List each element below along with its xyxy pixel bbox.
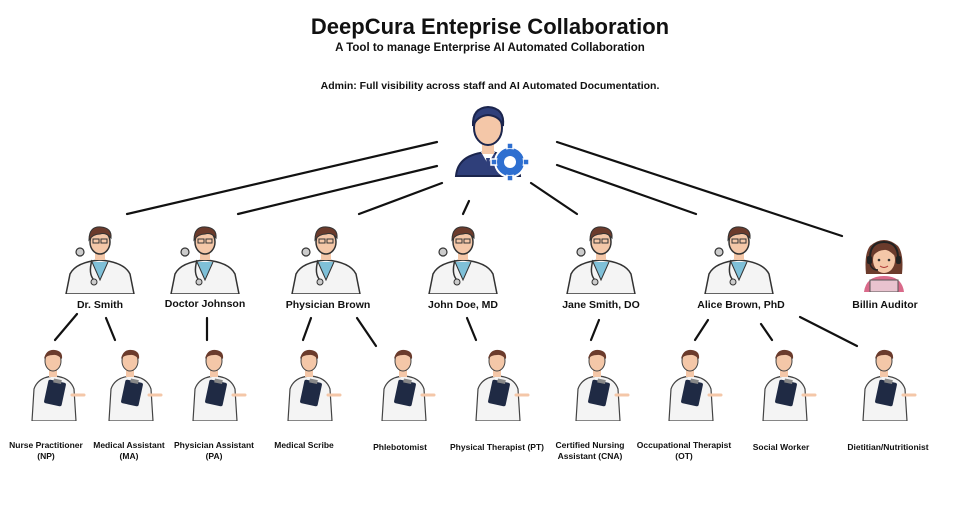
staff-label: Phlebotomist — [373, 442, 427, 452]
connector-admin-doctor-johnson — [236, 164, 439, 216]
clipboard-staff-icon — [108, 349, 163, 422]
auditor-label: Billin Auditor — [852, 299, 918, 311]
doctor-icon — [566, 226, 636, 295]
staff-label: Physical Therapist (PT) — [450, 442, 544, 452]
doctor-node-alice-brown — [701, 222, 777, 295]
doctor-node-john-doe — [425, 222, 501, 295]
clipboard-staff-icon — [192, 349, 247, 422]
staff-node-ma — [101, 347, 163, 422]
doctor-icon — [170, 226, 240, 295]
clipboard-staff-icon — [381, 349, 436, 422]
connector-doe-pt — [465, 316, 478, 342]
doctor-icon — [428, 226, 498, 295]
clipboard-staff-icon — [862, 349, 917, 422]
staff-label: Occupational Therapist (OT) — [636, 440, 732, 461]
staff-node-pt — [468, 347, 530, 422]
staff-node-dietitian — [855, 347, 917, 422]
diagram-subtitle: A Tool to manage Enterprise AI Automated… — [335, 42, 645, 54]
doctor-label: Alice Brown, PhD — [697, 299, 785, 311]
clipboard-staff-icon — [31, 349, 86, 422]
clipboard-staff-icon — [287, 349, 342, 422]
doctor-label: Physician Brown — [285, 299, 371, 311]
connector-admin-alice-brown — [555, 163, 698, 216]
connector-jane-cna — [589, 318, 601, 342]
connector-dr-smith-ma — [104, 316, 117, 342]
staff-label: Certified Nursing Assistant (CNA) — [555, 440, 625, 461]
doctor-icon — [65, 226, 135, 295]
clipboard-staff-icon — [668, 349, 723, 422]
connector-admin-dr-smith — [125, 140, 439, 216]
connector-alice-dietitian — [798, 315, 859, 348]
staff-node-pa — [185, 347, 247, 422]
doctor-node-jane-smith — [563, 222, 639, 295]
doctor-label: John Doe, MD — [428, 299, 498, 311]
connector-admin-john-doe — [461, 199, 471, 216]
admin-description: Admin: Full visibility across staff and … — [320, 80, 660, 92]
admin-node — [450, 98, 534, 188]
doctor-icon — [704, 226, 774, 295]
staff-label: Dietitian/Nutritionist — [847, 442, 929, 452]
staff-node-np — [24, 347, 86, 422]
connector-admin-jane-smith — [529, 181, 579, 216]
admin-gear-icon — [454, 105, 530, 182]
clipboard-staff-icon — [762, 349, 817, 422]
staff-label: Nurse Practitioner (NP) — [9, 440, 83, 461]
diagram-title: DeepCura Enteprise Collaboration — [310, 14, 670, 39]
headset-agent-icon — [864, 240, 904, 293]
connector-alice-ot — [693, 318, 710, 342]
staff-node-social-worker — [755, 347, 817, 422]
doctor-label: Dr. Smith — [76, 299, 124, 311]
auditor-node — [858, 234, 910, 293]
staff-node-cna — [568, 347, 630, 422]
connector-admin-physician-brown — [357, 181, 444, 216]
doctor-icon — [291, 226, 361, 295]
staff-label: Social Worker — [752, 442, 810, 452]
clipboard-staff-icon — [575, 349, 630, 422]
connector-brown-scribe — [301, 316, 313, 342]
staff-node-scribe — [280, 347, 342, 422]
clipboard-staff-icon — [475, 349, 530, 422]
doctor-label: Jane Smith, DO — [562, 299, 640, 311]
connector-admin-auditor — [555, 140, 844, 238]
connector-alice-social — [759, 322, 774, 342]
doctor-node-doctor-johnson — [167, 222, 243, 295]
staff-node-phlebotomist — [374, 347, 436, 422]
staff-label: Medical Assistant (MA) — [93, 440, 165, 461]
connector-brown-phlebotomist — [355, 316, 378, 348]
doctor-node-dr-smith — [62, 222, 138, 295]
connector-dr-smith-np — [53, 312, 79, 342]
doctor-label: Doctor Johnson — [164, 298, 246, 310]
doctor-node-physician-brown — [288, 222, 364, 295]
staff-node-ot — [661, 347, 723, 422]
staff-label: Medical Scribe — [274, 440, 334, 450]
staff-label: Physician Assistant (PA) — [174, 440, 254, 461]
